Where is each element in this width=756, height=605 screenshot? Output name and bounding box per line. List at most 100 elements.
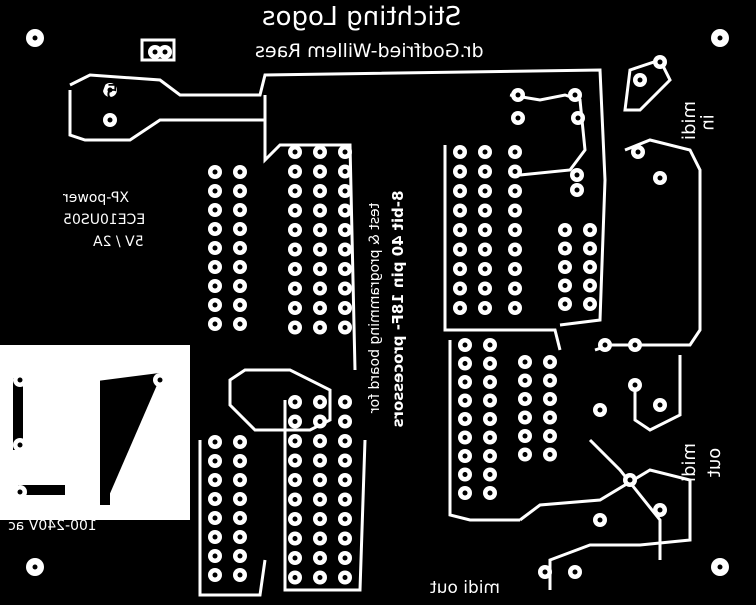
- drill-hole: [342, 208, 348, 213]
- drill-hole: [635, 149, 641, 155]
- drill-hole: [515, 115, 521, 121]
- drill-hole: [512, 266, 518, 272]
- drill-hole: [212, 496, 218, 502]
- trace: [509, 93, 587, 177]
- drill-hole: [657, 175, 663, 181]
- drill-hole: [342, 497, 348, 502]
- drill-hole: [482, 266, 488, 272]
- drill-hole: [237, 458, 243, 464]
- drill-hole: [627, 477, 633, 483]
- drill-hole: [462, 379, 468, 385]
- drill-hole: [212, 458, 218, 464]
- trace: [633, 355, 682, 432]
- trace: [198, 440, 267, 597]
- drill-hole: [237, 496, 243, 502]
- drill-hole: [317, 305, 323, 311]
- drill-hole: [717, 564, 723, 570]
- drill-hole: [487, 398, 493, 403]
- drill-hole: [457, 286, 463, 291]
- drill-hole: [317, 399, 323, 405]
- drill-hole: [487, 472, 493, 477]
- drill-hole: [237, 477, 243, 483]
- drill-hole: [237, 245, 243, 251]
- drill-hole: [482, 149, 488, 155]
- drill-hole: [152, 49, 158, 55]
- drill-hole: [512, 305, 518, 311]
- drill-hole: [342, 438, 348, 444]
- drill-hole: [342, 536, 348, 541]
- drill-hole: [522, 359, 528, 365]
- drill-hole: [512, 227, 518, 233]
- drill-hole: [597, 407, 603, 413]
- drill-hole: [487, 490, 493, 496]
- drill-hole: [342, 266, 348, 272]
- drill-hole: [342, 305, 348, 311]
- drill-hole: [212, 207, 218, 213]
- drill-hole: [547, 378, 553, 383]
- drill-hole: [237, 302, 243, 308]
- drill-hole: [342, 419, 348, 424]
- drill-hole: [342, 477, 348, 483]
- drill-hole: [292, 477, 298, 483]
- drill-hole: [317, 477, 323, 483]
- drill-hole: [317, 458, 323, 463]
- drill-hole: [482, 208, 488, 213]
- drill-hole: [292, 188, 298, 194]
- drill-hole: [317, 247, 323, 252]
- drill-hole: [457, 266, 463, 272]
- drill-hole: [212, 553, 218, 559]
- author-label: dr.Godfried-Willem Raes: [255, 40, 484, 62]
- drill-hole: [107, 87, 113, 93]
- drill-hole: [457, 188, 463, 194]
- drill-hole: [462, 416, 468, 422]
- trace: [443, 145, 562, 351]
- drill-hole: [522, 433, 528, 439]
- drill-hole: [292, 536, 298, 541]
- trace: [283, 400, 367, 592]
- drill-hole: [462, 490, 468, 496]
- trace: [588, 438, 662, 560]
- drill-hole: [317, 286, 323, 291]
- drill-hole: [292, 305, 298, 311]
- psu-rating: 5V / 2A: [93, 234, 144, 250]
- drill-hole: [212, 226, 218, 232]
- drill-hole: [212, 321, 218, 327]
- drill-hole: [457, 305, 463, 311]
- drill-hole: [342, 286, 348, 291]
- psu-brand: XP-power: [63, 190, 130, 206]
- drill-hole: [292, 438, 298, 444]
- drill-hole: [162, 49, 168, 55]
- drill-hole: [512, 286, 518, 291]
- trace: [448, 340, 520, 522]
- drill-hole: [512, 149, 518, 155]
- drill-hole: [482, 188, 488, 194]
- drill-hole: [342, 575, 348, 580]
- drill-hole: [487, 416, 493, 422]
- drill-hole: [237, 264, 243, 270]
- drill-hole: [342, 188, 348, 194]
- drill-hole: [317, 188, 323, 194]
- drill-hole: [487, 435, 493, 440]
- drill-hole: [482, 227, 488, 233]
- drill-hole: [562, 264, 568, 270]
- drill-hole: [292, 286, 298, 291]
- drill-hole: [574, 172, 580, 178]
- drill-hole: [457, 208, 463, 213]
- drill-hole: [292, 325, 298, 330]
- drill-hole: [212, 534, 218, 540]
- drill-hole: [342, 399, 348, 405]
- power-label: +5V: [92, 80, 136, 104]
- drill-hole: [342, 516, 348, 522]
- drill-hole: [17, 442, 23, 448]
- drill-hole: [657, 402, 663, 408]
- drill-hole: [632, 342, 638, 348]
- midi-out-right-label-2: out: [704, 447, 726, 478]
- drill-hole: [317, 497, 323, 502]
- drill-hole: [292, 227, 298, 233]
- midi-in-label-2: in: [697, 114, 719, 131]
- drill-hole: [462, 435, 468, 440]
- drill-hole: [547, 415, 553, 420]
- drill-hole: [292, 266, 298, 272]
- drill-hole: [317, 266, 323, 272]
